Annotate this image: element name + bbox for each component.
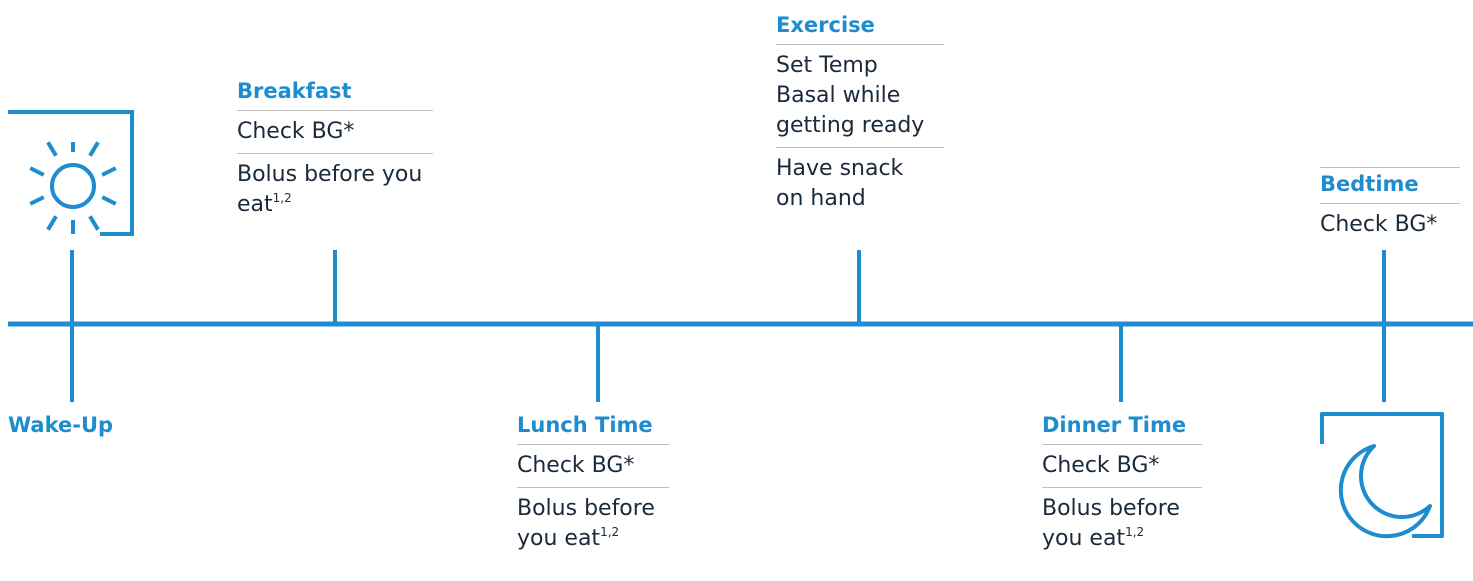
dinner-title: Dinner Time	[1042, 413, 1187, 437]
breakfast-bolus: Bolus before you eat1,2	[237, 154, 433, 226]
breakfast-footnote: 1,2	[272, 191, 292, 205]
lunch-bolus-text: Bolus before you eat	[517, 496, 655, 551]
dinner-footnote: 1,2	[1125, 525, 1145, 539]
breakfast-divider-2	[237, 153, 433, 154]
dinner-check-bg: Check BG*	[1042, 453, 1160, 478]
moon-icon	[1320, 412, 1444, 539]
breakfast-bolus-text: Bolus before you eat	[237, 162, 423, 217]
dinner-bolus: Bolus before you eat1,2	[1042, 488, 1202, 560]
wake-up-block: Wake-Up	[8, 412, 208, 444]
breakfast-check-bg: Check BG*	[237, 119, 355, 144]
bedtime-divider	[1320, 203, 1460, 204]
bedtime-title: Bedtime	[1320, 172, 1419, 196]
exercise-divider-2	[776, 147, 944, 148]
bedtime-divider-top	[1320, 167, 1460, 168]
lunch-divider-2	[517, 487, 669, 488]
dinner-block: Dinner Time Check BG* Bolus before you e…	[1042, 412, 1202, 560]
dinner-divider	[1042, 444, 1202, 445]
breakfast-block: Breakfast Check BG* Bolus before you eat…	[237, 78, 433, 226]
bedtime-check-bg: Check BG*	[1320, 212, 1438, 237]
sun-icon	[8, 110, 134, 236]
lunch-check-bg: Check BG*	[517, 453, 635, 478]
bedtime-block: Bedtime Check BG*	[1320, 167, 1460, 246]
exercise-block: Exercise Set Temp Basal while getting re…	[776, 12, 944, 220]
exercise-temp-basal: Set Temp Basal while getting ready	[776, 53, 925, 138]
wake-up-title: Wake-Up	[8, 413, 114, 437]
exercise-snack: Have snack on hand	[776, 156, 904, 211]
breakfast-title: Breakfast	[237, 79, 352, 103]
lunch-title: Lunch Time	[517, 413, 653, 437]
dinner-bolus-text: Bolus before you eat	[1042, 496, 1180, 551]
dinner-divider-2	[1042, 487, 1202, 488]
lunch-divider	[517, 444, 669, 445]
lunch-block: Lunch Time Check BG* Bolus before you ea…	[517, 412, 669, 560]
exercise-title: Exercise	[776, 13, 875, 37]
lunch-footnote: 1,2	[600, 525, 620, 539]
lunch-bolus: Bolus before you eat1,2	[517, 488, 669, 560]
breakfast-divider	[237, 110, 433, 111]
exercise-divider	[776, 44, 944, 45]
